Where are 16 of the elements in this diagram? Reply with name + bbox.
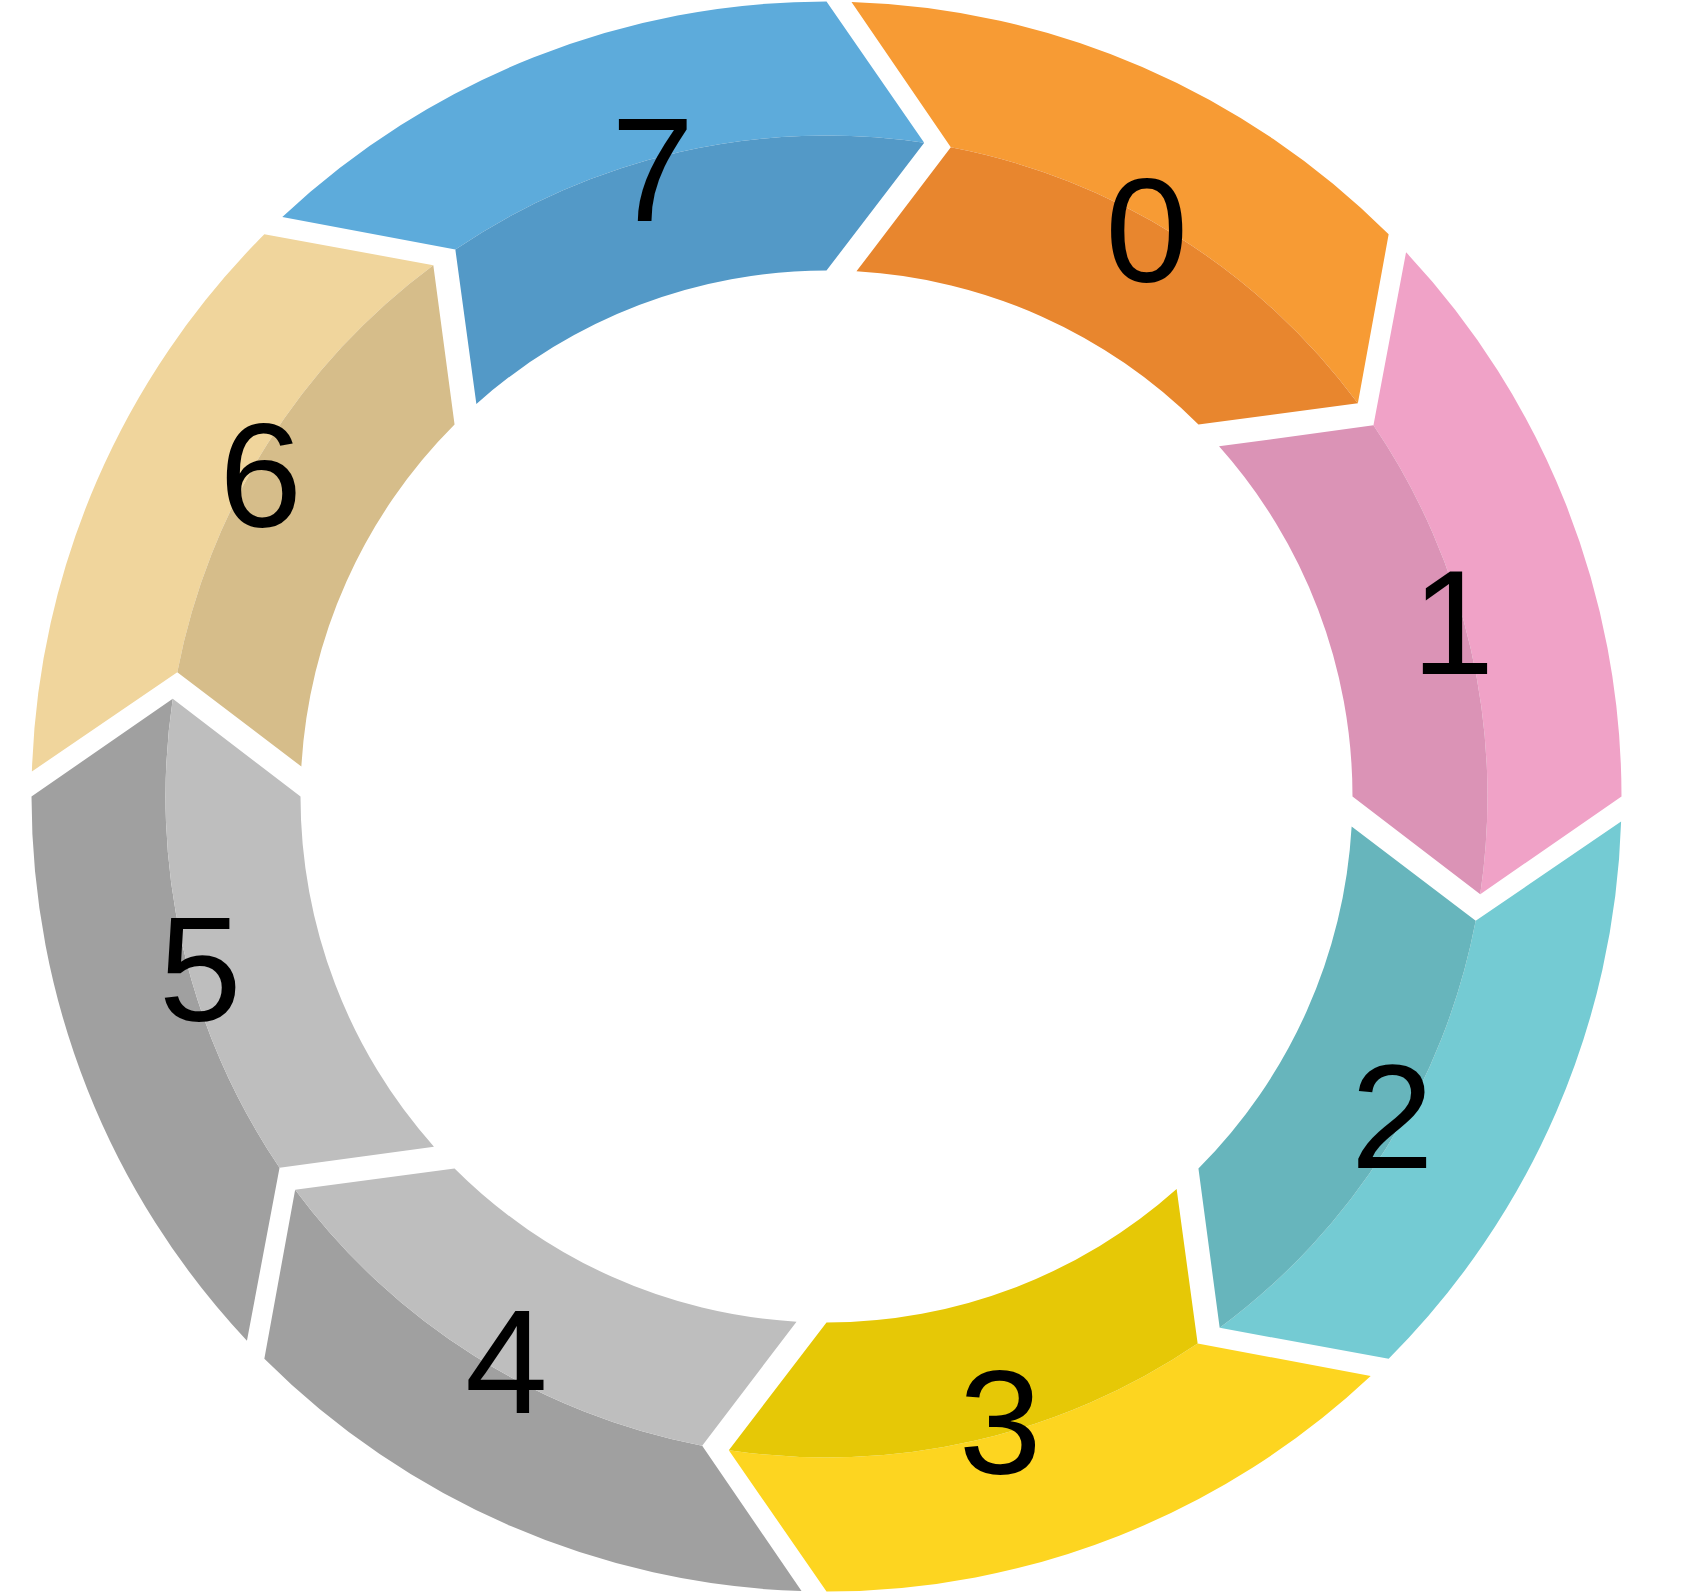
ring-segment [31,234,455,772]
ring-segment [264,1168,802,1592]
segment-number: 6 [219,418,303,535]
segment-number: 4 [465,1304,548,1421]
ring-segment [851,1,1389,425]
segment-number: 7 [611,112,695,229]
ring-segment [1219,252,1622,895]
segment-number: 3 [958,1364,1042,1481]
segment-number: 1 [1411,564,1495,681]
segment-number: 5 [158,912,242,1029]
ring-segment [282,1,925,404]
ring-segment [728,1189,1371,1592]
segment-number: 2 [1350,1058,1434,1175]
segment-number: 0 [1105,172,1188,289]
ring-segment [1198,821,1622,1359]
ring-segment [31,698,434,1341]
